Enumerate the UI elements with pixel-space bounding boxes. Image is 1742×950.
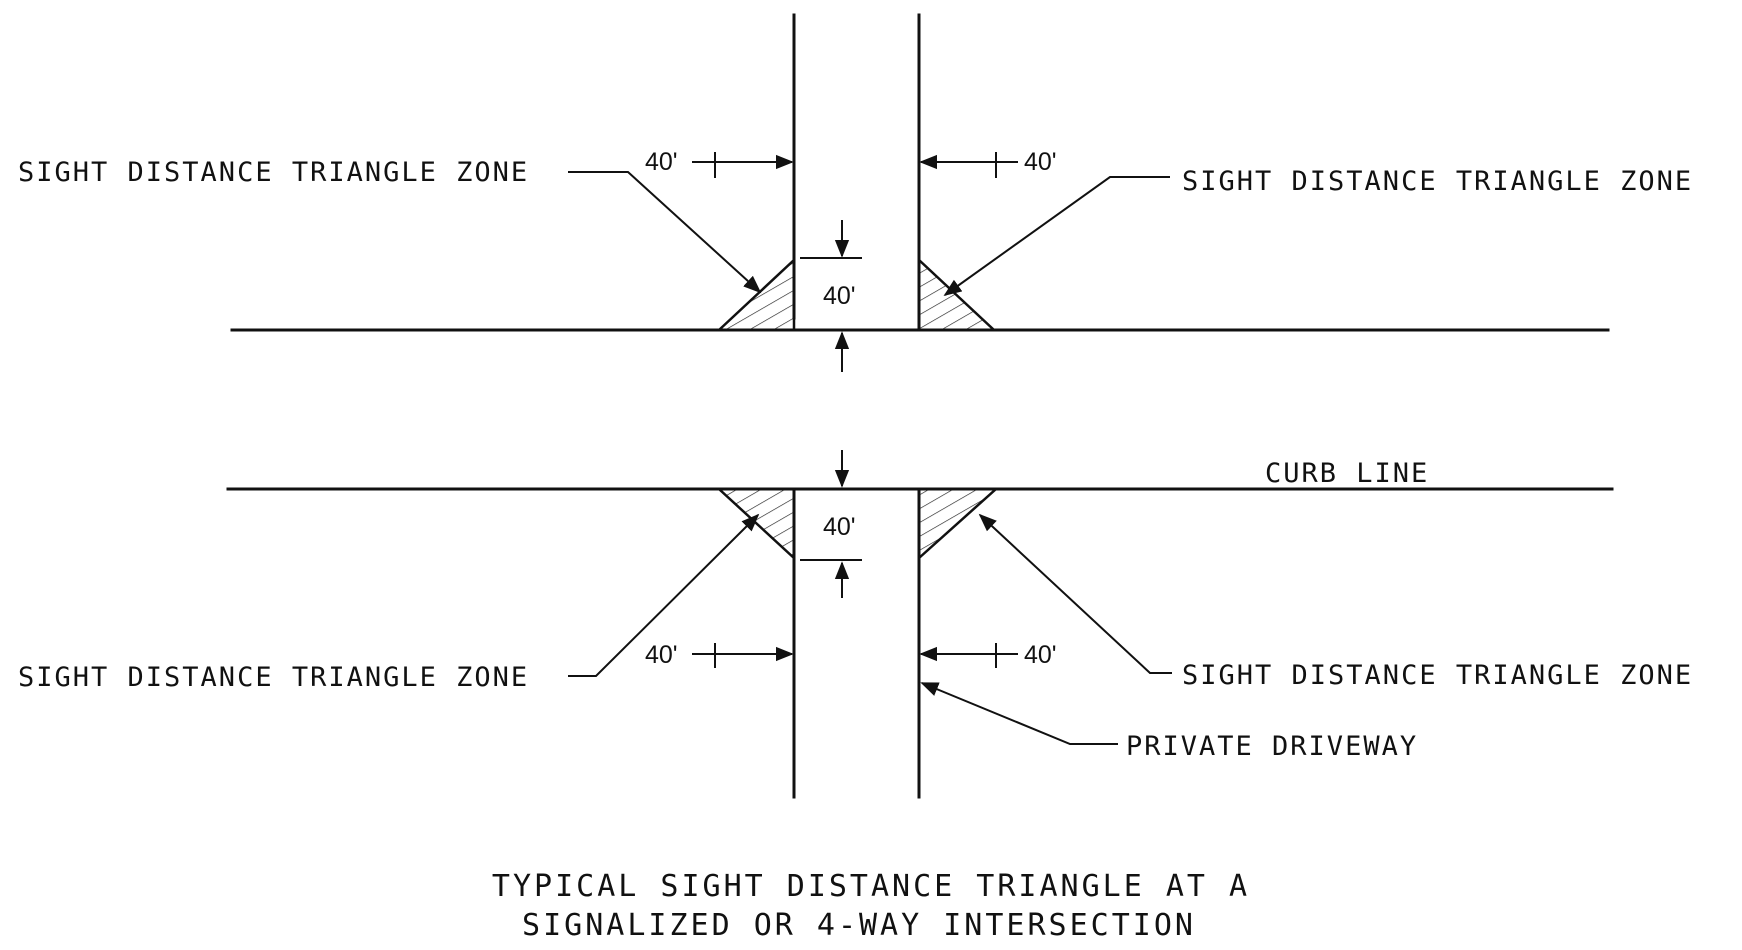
label-zone-bottom-right: SIGHT DISTANCE TRIANGLE ZONE — [1182, 660, 1693, 691]
leader-bottom-right — [978, 513, 1172, 674]
triangle-zone-bottom-right — [917, 487, 1000, 561]
diagram-title-line-2: SIGNALIZED OR 4-WAY INTERSECTION — [522, 908, 1196, 943]
leader-driveway — [920, 682, 1118, 745]
dim-label-bottom-left: 40' — [645, 641, 678, 669]
leader-bottom-left — [568, 513, 760, 677]
label-zone-top-left: SIGHT DISTANCE TRIANGLE ZONE — [18, 157, 529, 188]
leader-top-left — [568, 171, 762, 294]
dim-label-bottom-vertical: 40' — [823, 513, 856, 541]
triangle-zone-top-left — [715, 257, 796, 332]
label-curb-line: CURB LINE — [1265, 458, 1429, 489]
triangle-zone-bottom-left — [715, 487, 796, 561]
label-zone-bottom-left: SIGHT DISTANCE TRIANGLE ZONE — [18, 662, 529, 693]
dim-label-top-right: 40' — [1024, 148, 1057, 176]
label-private-driveway: PRIVATE DRIVEWAY — [1126, 731, 1418, 762]
dim-label-bottom-right: 40' — [1024, 641, 1057, 669]
dim-label-top-left: 40' — [645, 148, 678, 176]
label-zone-top-right: SIGHT DISTANCE TRIANGLE ZONE — [1182, 166, 1693, 197]
leader-top-right — [943, 176, 1170, 297]
diagram-title-line-1: TYPICAL SIGHT DISTANCE TRIANGLE AT A — [492, 869, 1250, 904]
triangle-zone-top-right — [917, 257, 998, 332]
dim-label-top-vertical: 40' — [823, 282, 856, 310]
